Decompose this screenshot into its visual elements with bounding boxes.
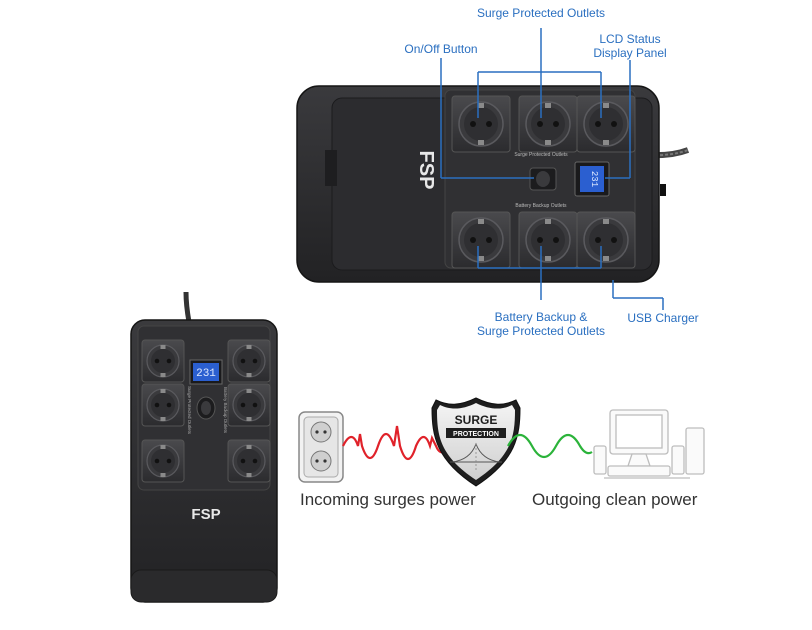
upright-battery-outlet-3	[227, 439, 271, 483]
clean-wave	[507, 433, 593, 459]
device-brand: FSP	[415, 151, 437, 190]
surge-outlet-3	[576, 95, 636, 153]
callout-battery-line1: Battery Backup &	[494, 310, 588, 324]
callout-battery-line2: Surge Protected Outlets	[476, 324, 606, 338]
upright-power-cord	[183, 291, 192, 323]
upright-battery-outlet-2	[227, 383, 271, 427]
badge-line1: SURGE	[455, 413, 498, 427]
computer-icon	[593, 409, 705, 479]
battery-outlet-1	[451, 211, 511, 269]
callout-battery-backup: Battery Backup & Surge Protected Outlets	[466, 310, 616, 338]
lcd-reading: 231	[589, 171, 599, 187]
surge-protection-badge: SURGE PROTECTION	[431, 397, 521, 487]
ups-device-upright: 231 Surge Protected Outlets Battery Back…	[130, 291, 278, 603]
upright-brand: FSP	[191, 506, 220, 523]
panel-battery-label: Battery Backup Outlets	[515, 203, 567, 209]
wall-outlet-icon	[298, 411, 344, 483]
surge-outlet-2	[518, 95, 578, 153]
badge-line2: PROTECTION	[453, 431, 499, 438]
upright-side-label-left: Surge Protected Outlets	[187, 386, 192, 435]
callout-lcd-line2: Display Panel	[593, 46, 667, 60]
callout-lcd-status: LCD Status Display Panel	[582, 32, 678, 60]
surge-outlet-1	[451, 95, 511, 153]
callout-lcd-line1: LCD Status	[599, 32, 661, 46]
upright-battery-outlet-1	[141, 439, 185, 483]
upright-surge-outlet-2	[141, 383, 185, 427]
callout-usb-charger: USB Charger	[627, 311, 699, 325]
upright-surge-outlet-1	[141, 339, 185, 383]
upright-side-label-right: Battery Backup Outlets	[223, 387, 228, 434]
callout-lines	[440, 28, 664, 310]
upright-lcd-reading: 231	[196, 368, 216, 380]
battery-outlet-2	[518, 211, 578, 269]
panel-surge-label: Surge Protected Outlets	[514, 152, 568, 158]
surge-wave	[342, 425, 447, 461]
upright-surge-outlet-3	[227, 339, 271, 383]
battery-outlet-3	[576, 211, 636, 269]
callout-surge-protected-outlets: Surge Protected Outlets	[476, 6, 606, 20]
caption-incoming: Incoming surges power	[300, 490, 476, 509]
ups-device-top-view: FSP Surge Protected Outlets 231 Battery …	[296, 85, 690, 283]
caption-outgoing: Outgoing clean power	[532, 490, 698, 509]
callout-on-off-button: On/Off Button	[404, 42, 478, 56]
usb-port	[660, 184, 666, 196]
